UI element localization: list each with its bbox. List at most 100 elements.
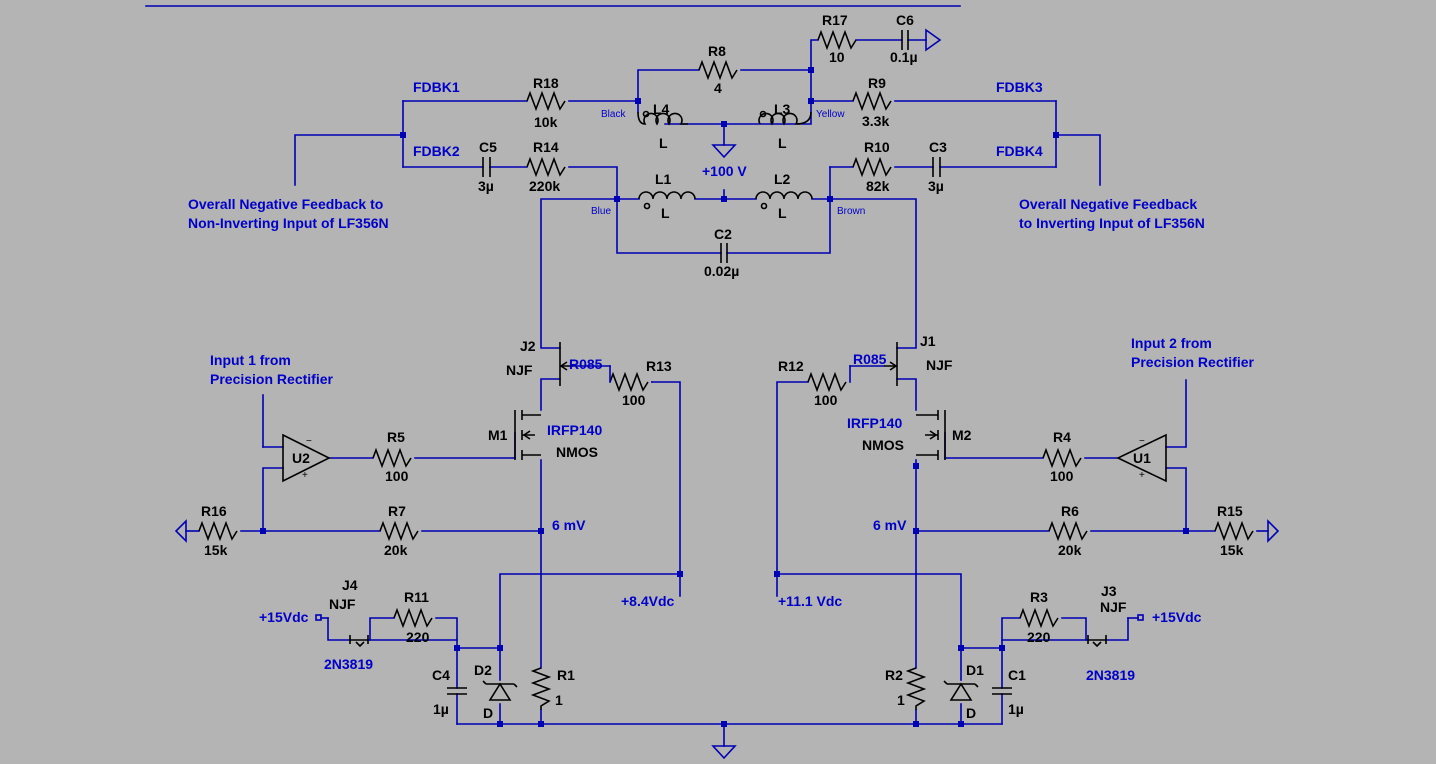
value-R14: 220k [529, 178, 560, 194]
value-R18: 10k [534, 114, 558, 130]
capacitor-C2[interactable] [720, 243, 728, 263]
mosfet-M1[interactable] [514, 410, 541, 460]
resistor-R17[interactable] [817, 29, 857, 51]
net-black: Black [601, 109, 626, 120]
value-R2: 1 [897, 692, 905, 708]
jfet-J3[interactable] [1087, 635, 1107, 648]
resistor-R9[interactable] [852, 90, 892, 112]
ground-symbol-inductor [711, 144, 737, 159]
resistor-R15[interactable] [1214, 520, 1254, 542]
resistor-R7[interactable] [379, 520, 419, 542]
opamp-U1[interactable]: − + [1116, 433, 1167, 483]
net-6mv-left: 6 mV [552, 517, 586, 533]
jfet-J1[interactable] [884, 342, 898, 386]
note-input1-1: Input 1 from [210, 352, 291, 368]
ground-symbol-r16 [174, 519, 187, 543]
diode-D2[interactable] [482, 680, 518, 701]
value-R1: 1 [555, 692, 563, 708]
junction-dots [260, 67, 1189, 727]
note-input1-2: Precision Rectifier [210, 371, 333, 387]
svg-text:−: − [1139, 436, 1145, 447]
label-R12: R12 [778, 358, 804, 374]
resistor-R6[interactable] [1048, 520, 1088, 542]
inductor-L2[interactable] [755, 191, 813, 210]
inductor-L1[interactable] [638, 191, 696, 210]
value-R5: 100 [385, 468, 409, 484]
diode-D1[interactable] [943, 680, 979, 701]
label-R4: R4 [1053, 429, 1071, 445]
net-v111: +11.1 Vdc [778, 593, 842, 609]
inductor-L4[interactable] [637, 110, 688, 126]
label-R10: R10 [864, 139, 890, 155]
resistor-R3[interactable] [1019, 607, 1059, 629]
model-J2: R085 [569, 356, 603, 372]
svg-text:−: − [306, 436, 312, 447]
mosfet-M2[interactable] [916, 410, 946, 460]
net-6mv-right: 6 mV [873, 517, 907, 533]
supply-pin-right [1127, 614, 1144, 621]
ground-symbol-r15 [1267, 519, 1280, 543]
resistor-R5[interactable] [372, 447, 412, 469]
value-R6: 20k [1058, 542, 1082, 558]
inductor-L3[interactable] [758, 110, 812, 126]
net-v100: +100 V [702, 163, 747, 179]
resistor-R1[interactable] [530, 667, 552, 710]
resistor-R13[interactable] [609, 365, 653, 393]
value-J1: NJF [926, 357, 953, 373]
net-blue: Blue [591, 206, 611, 217]
jfet-J2[interactable] [559, 342, 573, 386]
label-J4: J4 [342, 577, 358, 593]
value-D2: D [483, 705, 493, 721]
value-R17: 10 [829, 49, 845, 65]
label-R17: R17 [822, 12, 848, 28]
resistor-R12[interactable] [807, 365, 851, 393]
capacitor-C6[interactable] [901, 30, 909, 50]
capacitor-C1[interactable] [992, 687, 1012, 695]
value-R13: 100 [622, 392, 646, 408]
capacitor-C4[interactable] [447, 687, 467, 695]
label-R2: R2 [885, 667, 903, 683]
value-M1: NMOS [556, 444, 598, 460]
resistor-R14[interactable] [526, 156, 566, 178]
label-D2: D2 [474, 662, 492, 678]
label-J2: J2 [520, 338, 536, 354]
value-L2: L [778, 205, 787, 221]
value-L3: L [778, 135, 787, 151]
resistor-R18[interactable] [526, 90, 566, 112]
opamp-U2[interactable]: − + [282, 433, 331, 483]
resistor-R10[interactable] [852, 156, 892, 178]
value-L4: L [659, 135, 668, 151]
value-C5: 3µ [478, 178, 494, 194]
resistor-R4[interactable] [1042, 447, 1082, 469]
label-D1: D1 [966, 662, 984, 678]
jfet-J4[interactable] [349, 635, 369, 648]
resistor-R16[interactable] [198, 520, 238, 542]
value-J2: NJF [506, 362, 533, 378]
label-M1: M1 [488, 427, 508, 443]
label-L1: L1 [655, 171, 672, 187]
label-R14: R14 [533, 139, 559, 155]
supply-pin-left [315, 614, 329, 621]
capacitor-C3[interactable] [932, 157, 941, 177]
value-M2: NMOS [862, 437, 904, 453]
value-C3: 3µ [928, 178, 944, 194]
note-feedback-left-2: Non-Inverting Input of LF356N [188, 215, 389, 231]
model-M1: IRFP140 [547, 422, 602, 438]
capacitor-C5[interactable] [482, 157, 491, 177]
label-R7: R7 [388, 503, 406, 519]
resistor-R8[interactable] [698, 59, 738, 81]
resistor-R2[interactable] [905, 667, 927, 710]
label-R11: R11 [404, 589, 429, 605]
resistor-R11[interactable] [393, 607, 433, 629]
label-R1: R1 [557, 667, 575, 683]
label-L4: L4 [653, 101, 670, 117]
value-D1: D [966, 705, 976, 721]
label-R13: R13 [646, 358, 672, 374]
labels: R17 10 C6 0.1µ R8 4 FDBK1 R18 10k L4 L L… [188, 12, 1254, 721]
net-fdbk3: FDBK3 [996, 79, 1043, 95]
label-M2: M2 [952, 427, 972, 443]
label-R15: R15 [1217, 503, 1243, 519]
model-J4: 2N3819 [324, 656, 373, 672]
